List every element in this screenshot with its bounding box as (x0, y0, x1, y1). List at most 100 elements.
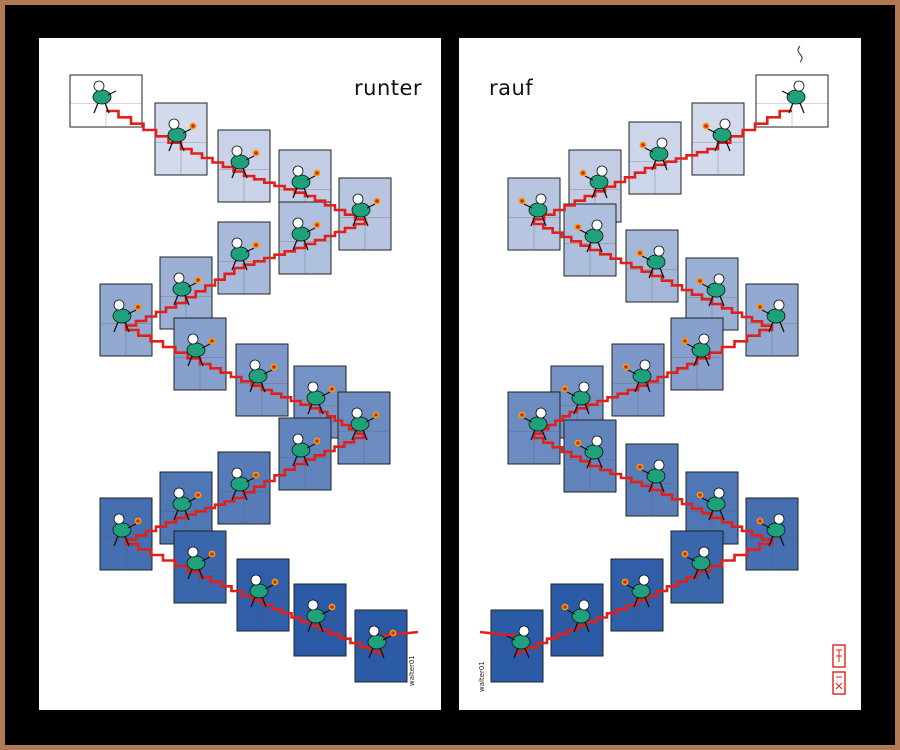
torch-flame-core (254, 473, 258, 477)
figure-body (584, 228, 604, 244)
figure-legs (591, 187, 608, 199)
figure-head (231, 237, 243, 249)
figure-body (766, 308, 786, 324)
torch-flame-core (704, 124, 708, 128)
figure-head (249, 359, 261, 371)
walking-figure-icon (639, 137, 669, 171)
figure-head (638, 574, 650, 586)
figure-body (632, 368, 652, 384)
walking-figure-icon (681, 546, 711, 580)
figure-legs (708, 509, 725, 521)
figure-body (112, 522, 132, 538)
figure-legs (168, 140, 185, 152)
figure-head (351, 407, 363, 419)
walking-figure-icon (167, 118, 197, 152)
figure-head (168, 118, 180, 130)
figure-arm (321, 391, 331, 397)
figure-body (351, 202, 371, 218)
figure-legs (648, 267, 665, 279)
figure-body (306, 390, 326, 406)
figure-arm (382, 635, 392, 641)
torch-flame-core (315, 439, 319, 443)
figure-body (712, 127, 732, 143)
walking-figure-icon (230, 145, 260, 179)
walking-figure-icon (636, 459, 666, 493)
figure-head (719, 118, 731, 130)
torch-flame-core (375, 199, 379, 203)
figure-legs (513, 647, 530, 659)
figure-head (187, 333, 199, 345)
figure-arm (201, 343, 211, 349)
torch-flame-core (563, 605, 567, 609)
walking-figure-icon (306, 599, 336, 633)
walking-figure-icon (681, 333, 711, 367)
figure-legs (173, 509, 190, 521)
torch-flame-core (196, 278, 200, 282)
figure-body (172, 496, 192, 512)
figure-arm (321, 609, 331, 615)
torch-flame-core (210, 552, 214, 556)
figure-body (230, 476, 250, 492)
red-seal-stamp (832, 644, 846, 668)
title-rauf: rauf (489, 76, 534, 100)
figure-head (773, 513, 785, 525)
figure-arm (584, 175, 594, 181)
walking-figure-icon (186, 333, 216, 367)
figure-legs (231, 167, 248, 179)
figure-arm (306, 175, 316, 181)
figure-body (691, 555, 711, 571)
figure-head (656, 137, 668, 149)
figure-legs (173, 294, 190, 306)
figure-arm (686, 556, 696, 562)
figure-head (231, 467, 243, 479)
figure-legs (307, 403, 324, 415)
torch-flame-core (196, 493, 200, 497)
walking-figure-icon (351, 193, 381, 227)
torch-flame-core (758, 519, 762, 523)
torch-flame-core (191, 124, 195, 128)
figure-body (706, 496, 726, 512)
figure-legs (788, 102, 805, 114)
figure-head (352, 193, 364, 205)
figure-head (231, 145, 243, 157)
figure-arm (201, 556, 211, 562)
walking-figure-icon (248, 359, 278, 393)
figure-arm (506, 635, 516, 641)
figure-head (653, 245, 665, 257)
figure-head (113, 299, 125, 311)
figure-arm (366, 203, 376, 209)
figure-legs (586, 241, 603, 253)
walking-figure-icon (172, 487, 202, 521)
torch-flame-core (581, 171, 585, 175)
figure-head (591, 219, 603, 231)
figure-body (766, 522, 786, 538)
torch-flame-core (391, 631, 395, 635)
figure-body (186, 555, 206, 571)
smoke-squiggle (797, 45, 803, 63)
figure-head (518, 625, 530, 637)
figure-body (691, 342, 711, 358)
artist-signature-left: walter01 (408, 655, 416, 686)
torch-flame-core (136, 305, 140, 309)
walking-figure-icon (306, 381, 336, 415)
figure-legs (351, 429, 368, 441)
walking-figure-icon (230, 467, 260, 501)
walking-figure-icon (636, 245, 666, 279)
figure-arm (127, 309, 137, 315)
figure-head (535, 193, 547, 205)
torch-flame-core (623, 580, 627, 584)
figure-head (713, 487, 725, 499)
figure-arm (306, 227, 316, 233)
figure-legs (113, 321, 130, 333)
red-staircase-right (515, 109, 792, 656)
figure-body (249, 583, 269, 599)
figure-body (92, 89, 112, 105)
figure-body (786, 89, 806, 105)
figure-arm (761, 309, 771, 315)
figure-legs (693, 355, 710, 367)
figure-arm (127, 523, 137, 529)
figure-head (578, 381, 590, 393)
walking-figure-icon (696, 273, 726, 307)
red-seal-stamp (832, 671, 846, 695)
figure-legs (307, 621, 324, 633)
